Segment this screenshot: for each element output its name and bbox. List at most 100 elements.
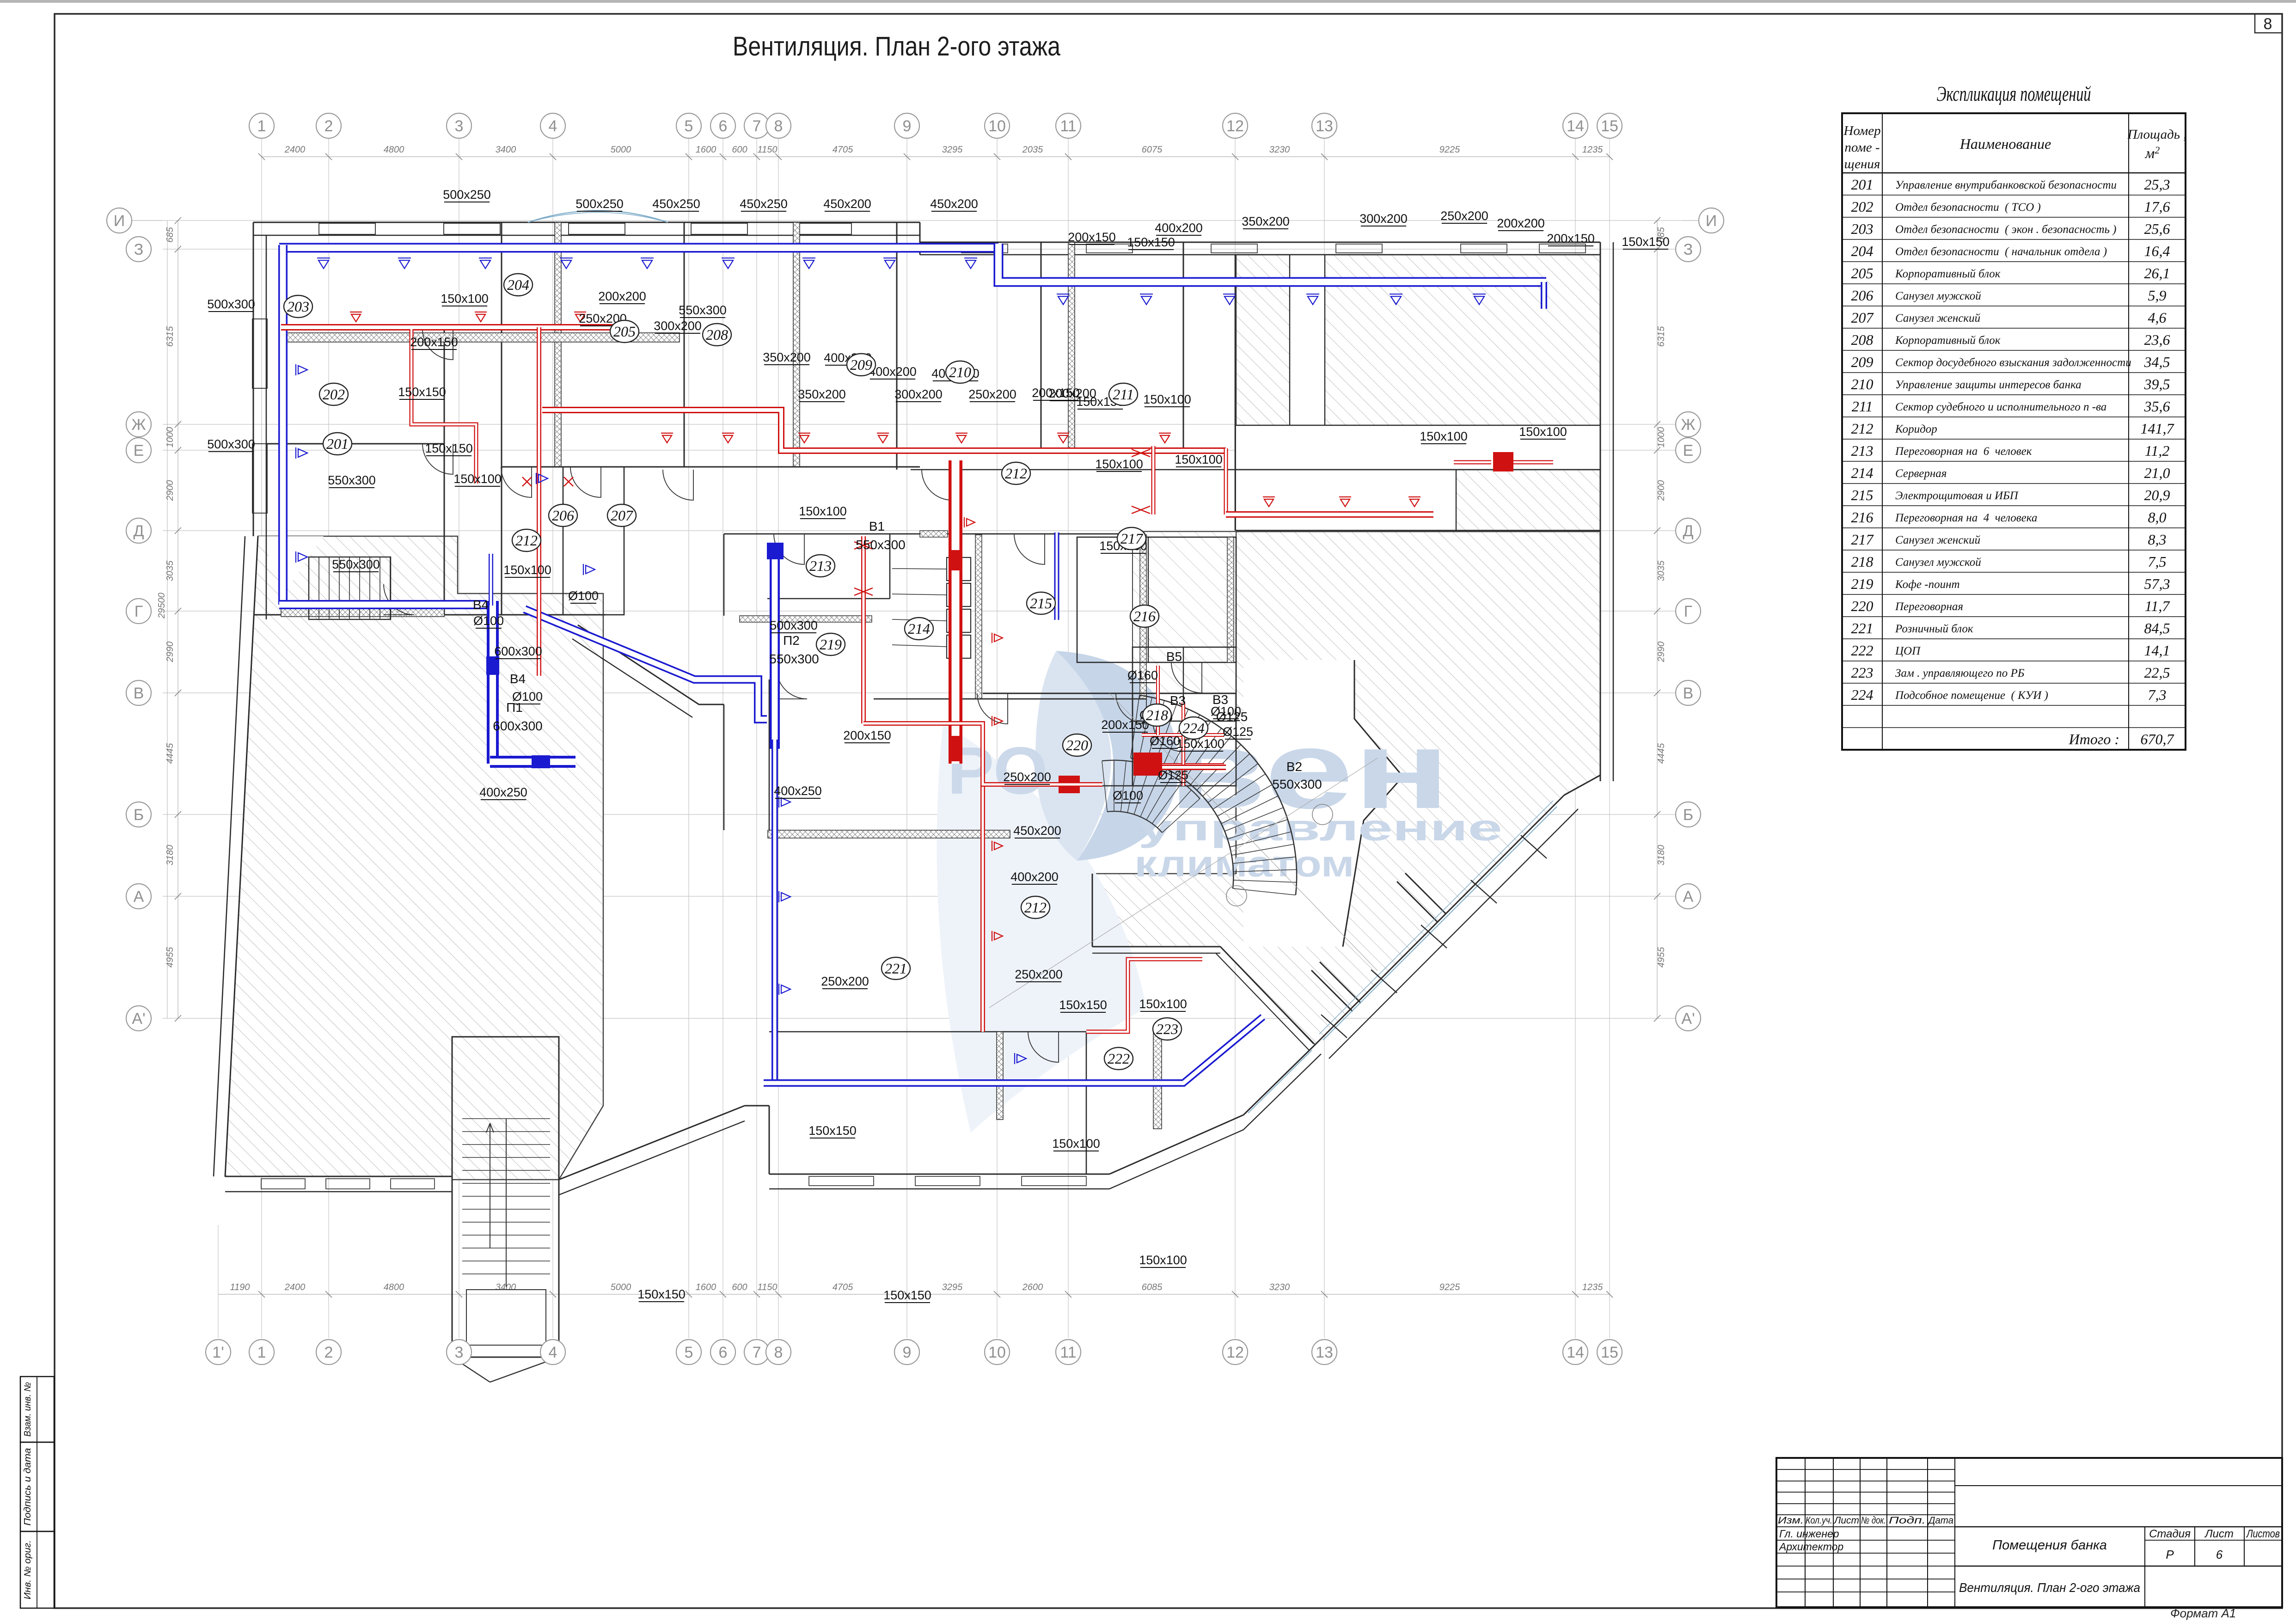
svg-text:150x100: 150x100 (1139, 997, 1187, 1011)
svg-text:В3: В3 (1170, 693, 1186, 708)
svg-text:1: 1 (257, 1344, 266, 1361)
svg-text:39,5: 39,5 (2144, 376, 2170, 392)
svg-text:220: 220 (1066, 737, 1088, 753)
svg-text:200x150: 200x150 (1068, 230, 1116, 244)
svg-text:Санузел мужской: Санузел мужской (1895, 556, 1981, 569)
svg-text:Ж: Ж (1681, 416, 1695, 434)
svg-text:200x150: 200x150 (843, 728, 891, 742)
svg-text:А: А (134, 888, 144, 906)
svg-text:200x200: 200x200 (598, 289, 646, 303)
svg-text:150x150: 150x150 (1059, 998, 1107, 1012)
svg-text:4955: 4955 (1656, 947, 1666, 967)
svg-text:Итого :: Итого : (2069, 731, 2119, 747)
svg-text:450x250: 450x250 (740, 197, 788, 211)
svg-text:3230: 3230 (1269, 1282, 1290, 1292)
svg-text:Переговорная на 6 человек: Переговорная на 6 человек (1895, 445, 2032, 458)
svg-text:Помещения банка: Помещения банка (1992, 1538, 2107, 1553)
svg-text:213: 213 (1851, 442, 1874, 459)
svg-text:4800: 4800 (384, 1282, 404, 1292)
svg-text:400x250: 400x250 (479, 785, 527, 799)
svg-text:212: 212 (1851, 420, 1874, 437)
svg-text:РО: РО (947, 733, 1048, 808)
svg-text:200x150: 200x150 (1032, 386, 1080, 400)
svg-text:400x200: 400x200 (869, 365, 917, 379)
svg-text:500x300: 500x300 (207, 297, 255, 311)
svg-text:6: 6 (2216, 1548, 2223, 1561)
svg-text:Номер: Номер (1843, 123, 1880, 138)
svg-text:150x100: 150x100 (1420, 429, 1468, 443)
svg-text:2900: 2900 (165, 480, 175, 502)
svg-text:212: 212 (1024, 899, 1047, 916)
svg-text:В: В (1683, 685, 1694, 702)
svg-text:2600: 2600 (1022, 1282, 1043, 1292)
svg-text:350x200: 350x200 (798, 387, 846, 401)
svg-text:11,2: 11,2 (2145, 442, 2170, 459)
svg-text:450x200: 450x200 (823, 197, 871, 211)
svg-text:Коридор: Коридор (1895, 423, 1937, 435)
svg-text:150x150: 150x150 (425, 441, 473, 455)
svg-text:150x100: 150x100 (503, 563, 551, 577)
svg-text:ЦОП: ЦОП (1895, 645, 1921, 657)
svg-text:500x300: 500x300 (207, 437, 255, 451)
svg-text:223: 223 (1851, 664, 1874, 681)
svg-text:550x300: 550x300 (1272, 777, 1322, 791)
svg-text:16,4: 16,4 (2144, 243, 2170, 259)
svg-text:Б: Б (134, 806, 144, 824)
svg-text:150x150: 150x150 (398, 385, 446, 399)
svg-text:9: 9 (903, 117, 912, 135)
svg-text:216: 216 (1851, 509, 1874, 526)
svg-text:7,5: 7,5 (2148, 553, 2167, 570)
svg-text:150x100: 150x100 (1176, 737, 1225, 751)
svg-text:209: 209 (1851, 354, 1874, 370)
svg-text:13: 13 (1316, 117, 1333, 135)
svg-text:150x150: 150x150 (637, 1287, 686, 1301)
svg-text:3180: 3180 (1656, 845, 1666, 866)
svg-text:221: 221 (1851, 620, 1874, 637)
svg-text:Вентиляция. План 2-ого этажа: Вентиляция. План 2-ого этажа (733, 31, 1061, 61)
svg-text:Ø100: Ø100 (1113, 789, 1143, 802)
svg-text:150x100: 150x100 (1139, 1253, 1187, 1267)
svg-text:214: 214 (908, 620, 930, 637)
svg-text:6: 6 (719, 117, 728, 135)
svg-text:В3: В3 (1212, 692, 1228, 707)
svg-text:500x250: 500x250 (443, 188, 491, 202)
svg-text:250x200: 250x200 (1440, 209, 1488, 223)
svg-text:5,9: 5,9 (2148, 287, 2167, 304)
svg-text:Корпоративный блок: Корпоративный блок (1895, 334, 2001, 347)
svg-text:600x300: 600x300 (493, 719, 542, 733)
svg-text:Ø125: Ø125 (1223, 725, 1253, 739)
svg-text:6315: 6315 (165, 326, 175, 347)
svg-text:400x200: 400x200 (1155, 221, 1203, 235)
svg-text:500x300: 500x300 (770, 618, 818, 632)
svg-text:Переговорная: Переговорная (1895, 600, 1963, 613)
svg-text:Лист: Лист (2204, 1528, 2234, 1540)
svg-text:В4: В4 (473, 598, 489, 612)
svg-text:6: 6 (719, 1344, 728, 1361)
svg-text:6085: 6085 (1142, 1282, 1163, 1292)
svg-text:З: З (134, 241, 144, 258)
svg-text:34,5: 34,5 (2144, 354, 2170, 370)
svg-text:1235: 1235 (1582, 1282, 1603, 1292)
svg-text:4800: 4800 (384, 145, 404, 155)
svg-text:Е: Е (1683, 442, 1694, 459)
svg-text:211: 211 (1852, 398, 1873, 415)
svg-text:4: 4 (549, 1344, 557, 1361)
svg-text:8: 8 (2264, 15, 2272, 33)
svg-text:6315: 6315 (1656, 326, 1666, 347)
svg-text:205: 205 (1851, 265, 1874, 282)
svg-text:208: 208 (706, 326, 728, 343)
svg-text:550x300: 550x300 (856, 538, 905, 552)
svg-text:Подп.: Подп. (1889, 1515, 1926, 1526)
svg-text:5000: 5000 (611, 1282, 631, 1292)
svg-text:Е: Е (134, 442, 144, 459)
svg-text:П1: П1 (506, 700, 523, 715)
svg-text:213: 213 (809, 557, 832, 574)
svg-text:2990: 2990 (165, 642, 175, 663)
svg-text:550x300: 550x300 (679, 303, 727, 317)
svg-text:350x200: 350x200 (1242, 214, 1290, 228)
svg-text:300x200: 300x200 (1359, 212, 1408, 226)
svg-text:Ø125: Ø125 (1158, 768, 1188, 782)
svg-text:2990: 2990 (1656, 642, 1666, 663)
svg-text:11: 11 (1060, 117, 1076, 135)
svg-text:Санузел мужской: Санузел мужской (1895, 290, 1981, 302)
